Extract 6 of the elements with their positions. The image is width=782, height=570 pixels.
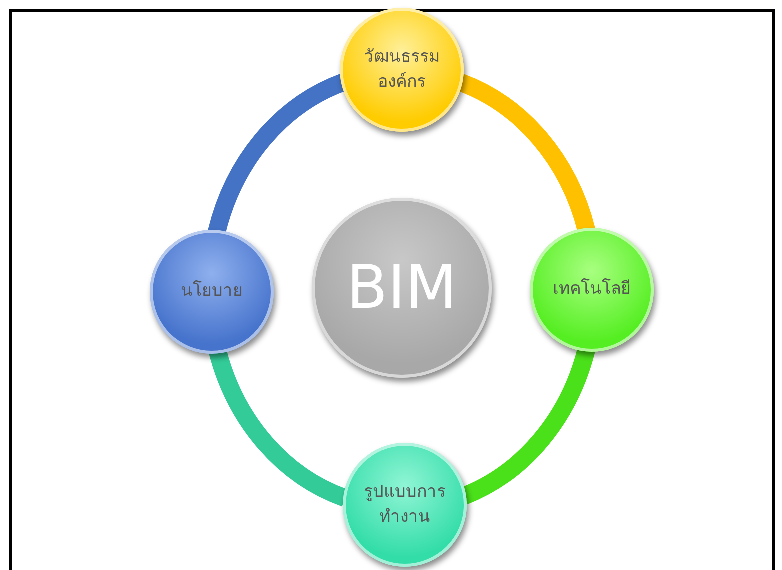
center-label: BIM — [346, 252, 458, 325]
topic-label: รูปแบบการทำงาน — [363, 480, 447, 529]
topic-label: วัฒนธรรมองค์กร — [363, 46, 441, 94]
topic-label: นโยบาย — [180, 280, 244, 304]
topic-circle — [340, 8, 464, 132]
topic-label: เทคโนโลยี — [552, 278, 632, 302]
